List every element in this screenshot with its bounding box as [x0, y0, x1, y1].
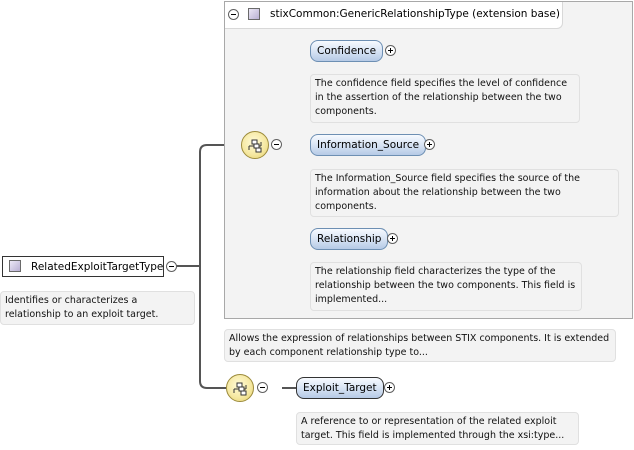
extension-title: stixCommon:GenericRelationshipType (exte…: [270, 8, 560, 20]
information-source-annotation: The Information_Source field specifies t…: [310, 169, 619, 217]
relationship-annotation: The relationship field characterizes the…: [310, 262, 582, 311]
exploit-target-annotation: A reference to or representation of the …: [296, 412, 579, 445]
expand-exploit-target-toggle[interactable]: [384, 382, 395, 393]
root-annotation: Identifies or characterizes a relationsh…: [0, 291, 195, 325]
collapse-extension-toggle[interactable]: [228, 9, 239, 20]
collapse-sequence-toggle-2[interactable]: [257, 382, 268, 393]
root-type-label: RelatedExploitTargetType: [31, 261, 164, 273]
confidence-annotation: The confidence field specifies the level…: [310, 74, 580, 123]
expand-confidence-toggle[interactable]: [385, 45, 396, 56]
root-type-box[interactable]: [2, 256, 164, 277]
sequence-compositor-icon[interactable]: [241, 131, 269, 159]
element-exploit-target[interactable]: Exploit_Target: [296, 377, 384, 399]
complex-type-icon: [248, 8, 260, 20]
extension-annotation: Allows the expression of relationships b…: [224, 329, 616, 362]
element-information-source-label: Information_Source: [317, 139, 420, 151]
element-exploit-target-label: Exploit_Target: [303, 382, 377, 394]
collapse-sequence-toggle[interactable]: [271, 139, 282, 150]
sequence-compositor-icon-2[interactable]: [226, 374, 254, 402]
element-confidence-label: Confidence: [317, 45, 377, 57]
root-complex-type-icon: [9, 260, 21, 272]
element-confidence[interactable]: Confidence: [310, 40, 384, 62]
element-relationship-label: Relationship: [317, 233, 382, 245]
expand-relationship-toggle[interactable]: [387, 233, 398, 244]
collapse-root-toggle[interactable]: [166, 261, 177, 272]
element-information-source[interactable]: Information_Source: [310, 134, 427, 156]
element-relationship[interactable]: Relationship: [310, 228, 389, 250]
expand-information-source-toggle[interactable]: [424, 139, 435, 150]
extension-header: [225, 2, 563, 29]
